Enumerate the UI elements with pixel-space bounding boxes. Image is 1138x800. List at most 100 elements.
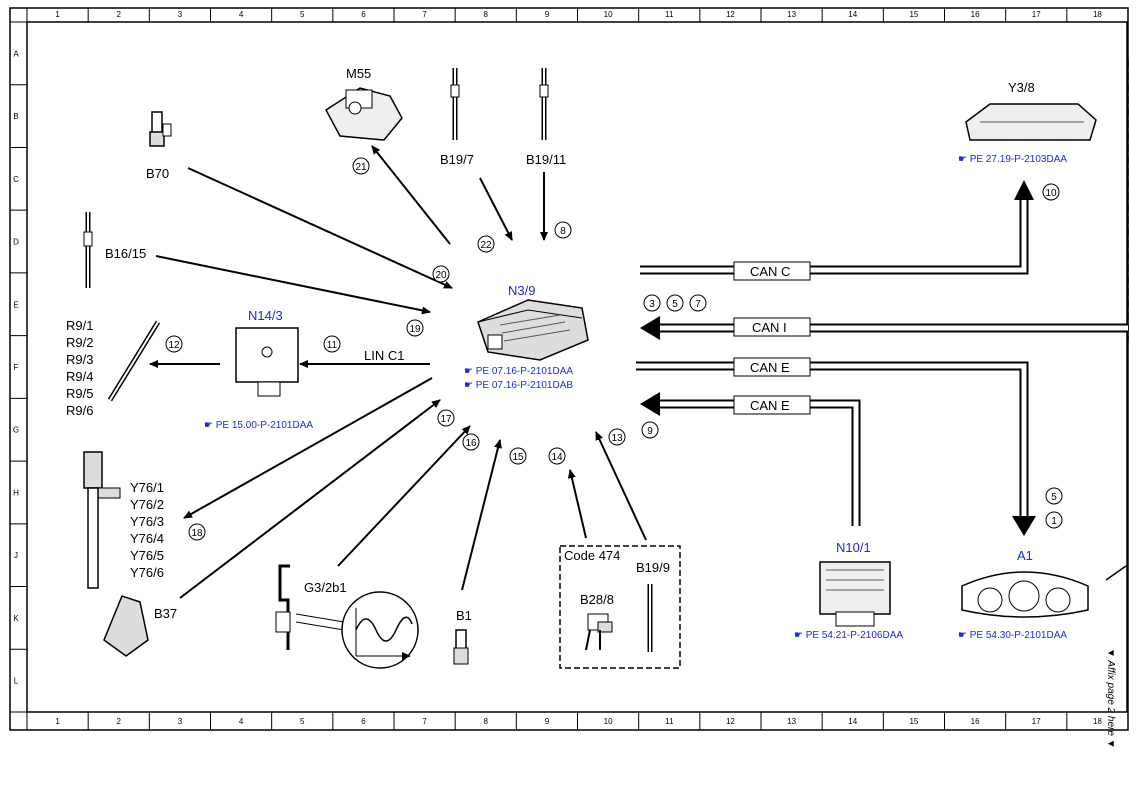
- grid-row-E: E: [13, 300, 18, 309]
- grid-col-9-top: 9: [545, 10, 550, 19]
- y76-5-label: Y76/5: [130, 548, 164, 563]
- b28-8-label: B28/8: [580, 592, 614, 607]
- grid-col-11-bottom: 11: [665, 717, 674, 726]
- grid-col-6-bottom: 6: [361, 717, 366, 726]
- signal-inset: [341, 591, 419, 669]
- number-15: 15: [509, 447, 527, 465]
- r9-6-label: R9/6: [66, 403, 93, 418]
- component-g3-2b1: G3/2b1: [275, 564, 419, 669]
- grid-col-9-bottom: 9: [545, 717, 550, 726]
- svg-text:5: 5: [672, 299, 678, 310]
- component-b1: B1: [453, 608, 472, 665]
- r9-3-label: R9/3: [66, 352, 93, 367]
- grid-col-2-bottom: 2: [117, 717, 122, 726]
- svg-text:10: 10: [1045, 188, 1057, 199]
- grid-row-K: K: [13, 614, 19, 623]
- a1-label: A1: [1017, 548, 1033, 563]
- svg-text:22: 22: [480, 240, 492, 251]
- grid-col-3-bottom: 3: [178, 717, 183, 726]
- component-y3-8: Y3/8 ☛ PE 27.19-P-2103DAA: [958, 80, 1097, 165]
- svg-text:20: 20: [435, 270, 447, 281]
- svg-text:14: 14: [551, 452, 563, 463]
- grid-col-7-top: 7: [422, 10, 427, 19]
- grid-col-15-bottom: 15: [909, 717, 918, 726]
- reference-numbers: 21 22 8 20 19 11 12 17 16 15 14 13 18 9 …: [165, 157, 1063, 541]
- can-i-label: CAN I: [752, 320, 787, 335]
- grid-row-B: B: [13, 112, 18, 121]
- grid-col-12-bottom: 12: [726, 717, 735, 726]
- grid-col-14-top: 14: [848, 10, 857, 19]
- svg-text:8: 8: [560, 226, 566, 237]
- component-b19-11: B19/11: [526, 68, 566, 167]
- y3-8-label: Y3/8: [1008, 80, 1035, 95]
- r9-1-label: R9/1: [66, 318, 93, 333]
- grid-col-2-top: 2: [117, 10, 122, 19]
- grid-col-10-bottom: 10: [604, 717, 613, 726]
- y3-8-ref: ☛ PE 27.19-P-2103DAA: [958, 154, 1067, 165]
- grid-col-13-top: 13: [787, 10, 796, 19]
- grid-col-4-bottom: 4: [239, 717, 244, 726]
- side-note: ▼ Affix page 2 here ▼: [1105, 648, 1116, 749]
- number-13: 13: [608, 428, 626, 446]
- grid-row-G: G: [13, 426, 19, 435]
- grid-col-6-top: 6: [361, 10, 366, 19]
- grid-col-18-top: 18: [1093, 10, 1102, 19]
- n10-1-ref: ☛ PE 54.21-P-2106DAA: [794, 630, 903, 641]
- grid-col-14-bottom: 14: [848, 717, 857, 726]
- y76-6-label: Y76/6: [130, 565, 164, 580]
- grid-col-10-top: 10: [604, 10, 613, 19]
- lin-c1-label: LIN C1: [364, 348, 404, 363]
- svg-text:3: 3: [649, 299, 655, 310]
- number-3: 3: [643, 294, 661, 312]
- code-474-label: Code 474: [564, 548, 620, 563]
- component-m55: M55: [325, 66, 403, 141]
- y76-4-label: Y76/4: [130, 531, 164, 546]
- svg-text:12: 12: [168, 340, 180, 351]
- signal-arrows: [149, 145, 647, 599]
- grid-col-1-bottom: 1: [55, 717, 60, 726]
- grid-column-labels: 1122334455667788991010111112121313141415…: [55, 8, 1102, 730]
- number-19: 19: [406, 319, 424, 337]
- grid-row-H: H: [13, 488, 19, 497]
- component-r9-glow-plugs: R9/1 R9/2 R9/3 R9/4 R9/5 R9/6: [66, 318, 161, 418]
- number-17: 17: [437, 409, 455, 427]
- number-21: 21: [352, 157, 370, 175]
- number-9: 9: [641, 421, 659, 439]
- r9-5-label: R9/5: [66, 386, 93, 401]
- grid-row-F: F: [14, 363, 19, 372]
- number-14: 14: [548, 447, 566, 465]
- svg-text:17: 17: [440, 414, 452, 425]
- r9-2-label: R9/2: [66, 335, 93, 350]
- svg-text:18: 18: [191, 528, 203, 539]
- component-n10-1: N10/1 ☛ PE 54.21-P-2106DAA: [794, 540, 903, 641]
- n10-1-label: N10/1: [836, 540, 871, 555]
- n14-3-label: N14/3: [248, 308, 283, 323]
- number-22: 22: [477, 235, 495, 253]
- svg-text:13: 13: [611, 433, 623, 444]
- number-10: 10: [1042, 183, 1060, 201]
- n3-9-ref-1: ☛ PE 07.16-P-2101DAA: [464, 366, 573, 377]
- component-b37: B37: [103, 595, 177, 657]
- number-12: 12: [165, 335, 183, 353]
- control-unit-n3-9: N3/9 ☛ PE 07.16-P-2101DAA ☛ PE 07.16-P-2…: [464, 283, 589, 391]
- grid-col-16-top: 16: [971, 10, 980, 19]
- n3-9-ref-2: ☛ PE 07.16-P-2101DAB: [464, 380, 573, 391]
- number-7: 7: [689, 294, 707, 312]
- number-16: 16: [462, 433, 480, 451]
- component-b16-15: B16/15: [83, 212, 146, 288]
- grid-col-11-top: 11: [665, 10, 674, 19]
- component-b70: B70: [146, 111, 172, 181]
- n14-3-ref: ☛ PE 15.00-P-2101DAA: [204, 420, 313, 431]
- svg-text:16: 16: [465, 438, 477, 449]
- svg-text:9: 9: [647, 426, 653, 437]
- grid-row-A: A: [13, 49, 19, 58]
- grid-col-7-bottom: 7: [422, 717, 427, 726]
- a1-ref: ☛ PE 54.30-P-2101DAA: [958, 630, 1067, 641]
- grid-col-5-top: 5: [300, 10, 305, 19]
- g3-2b1-label: G3/2b1: [304, 580, 347, 595]
- number-1: 1: [1045, 511, 1063, 529]
- y76-2-label: Y76/2: [130, 497, 164, 512]
- number-8: 8: [554, 221, 572, 239]
- can-buses: CAN C CAN I CAN E CAN E: [636, 180, 1128, 536]
- grid-col-3-top: 3: [178, 10, 183, 19]
